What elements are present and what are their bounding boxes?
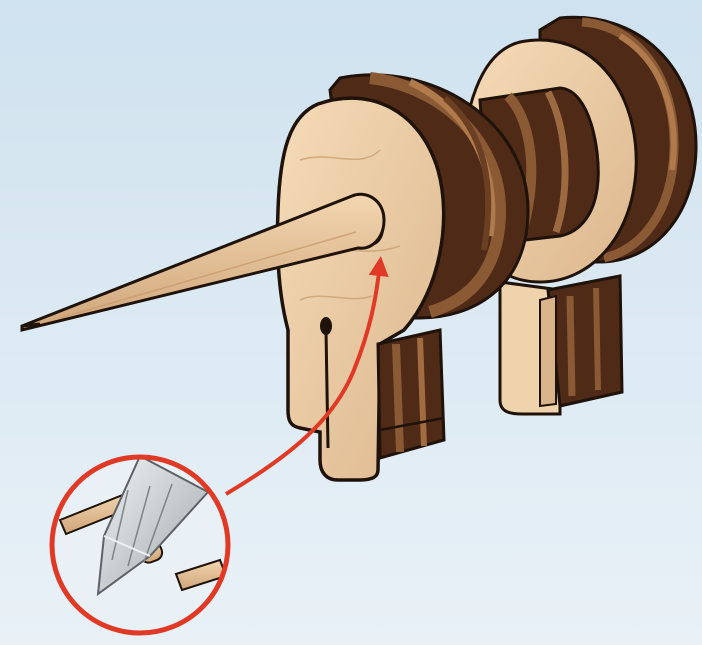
detail-callout	[52, 456, 228, 633]
